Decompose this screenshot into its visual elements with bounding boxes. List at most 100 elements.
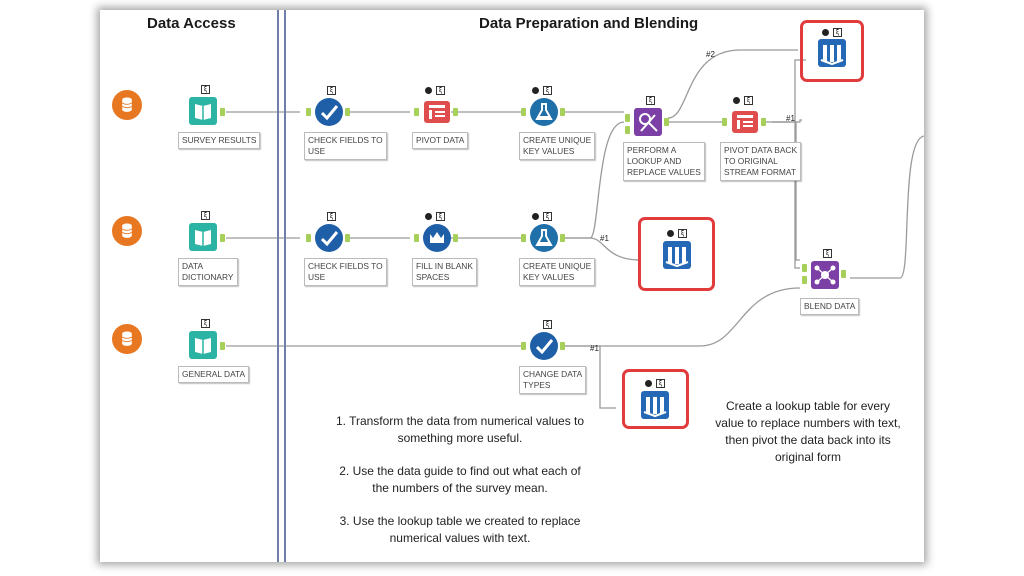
browse-icon[interactable] [662,240,692,270]
input-anchor[interactable] [414,234,419,242]
note-line: then pivot the data back into its [725,433,891,447]
output-anchor[interactable] [220,342,225,350]
note-line: something more useful. [397,431,523,445]
tool-label: CHECK FIELDS TO USE [304,258,387,286]
config-icon: ξ [327,86,336,95]
output-anchor[interactable] [761,118,766,126]
output-anchor[interactable] [560,342,565,350]
config-icon: ξ [543,86,552,95]
config-icon: ξ [744,96,753,105]
clock-icon [425,87,432,94]
input-anchor[interactable] [521,342,526,350]
output-anchor[interactable] [345,108,350,116]
tool-label: CHANGE DATA TYPES [519,366,587,394]
output-anchor[interactable] [220,108,225,116]
connection-label: #2 [706,50,715,59]
output-anchor[interactable] [345,234,350,242]
section-divider [277,10,279,562]
note-line: original form [774,450,842,464]
note-line: the numbers of the survey mean. [372,481,548,495]
input-anchor[interactable] [802,276,807,284]
output-anchor[interactable] [220,234,225,242]
section-divider [284,10,286,562]
tool-label: PIVOT DATA BACK TO ORIGINAL STREAM FORMA… [720,142,802,181]
browse-highlight [638,217,715,291]
database-icon[interactable] [112,90,156,134]
formula-icon[interactable] [529,223,559,253]
input-data-icon[interactable] [188,330,218,360]
note-line: numerical values with text. [389,531,531,545]
input-anchor[interactable] [802,264,807,272]
input-anchor[interactable] [306,234,311,242]
config-icon: ξ [646,96,655,105]
input-anchor[interactable] [521,108,526,116]
input-anchor[interactable] [625,114,630,122]
input-data-icon[interactable] [188,96,218,126]
tool-label: CREATE UNIQUE KEY VALUES [519,258,596,286]
clock-icon [667,230,674,237]
find-replace-icon[interactable] [633,107,663,137]
config-icon: ξ [436,212,445,221]
clock-icon [425,213,432,220]
output-anchor[interactable] [560,234,565,242]
clock-icon [645,380,652,387]
note-line: 2. Use the data guide to find out what e… [339,464,581,478]
select-icon[interactable] [314,97,344,127]
instructions-text: 1. Transform the data from numerical val… [300,413,620,547]
config-icon: ξ [201,319,210,328]
browse-icon[interactable] [640,390,670,420]
input-anchor[interactable] [722,118,727,126]
browse-highlight [800,20,864,82]
clock-icon [822,29,829,36]
connection-label: #1 [786,114,795,123]
config-icon: ξ [823,249,832,258]
input-anchor[interactable] [521,234,526,242]
tool-label: PIVOT DATA [412,132,469,149]
config-icon: ξ [543,212,552,221]
input-anchor[interactable] [306,108,311,116]
tool-label: SURVEY RESULTS [178,132,261,149]
database-icon[interactable] [112,216,156,260]
tool-label: CHECK FIELDS TO USE [304,132,387,160]
config-icon: ξ [543,320,552,329]
clock-icon [733,97,740,104]
section-title-prep-blend: Data Preparation and Blending [479,15,699,32]
note-line: value to replace numbers with text, [715,416,901,430]
crosstab-icon[interactable] [730,107,760,137]
browse-icon[interactable] [817,38,847,68]
input-data-icon[interactable] [188,222,218,252]
note-line: 1. Transform the data from numerical val… [335,414,585,428]
tool-label: GENERAL DATA [178,366,250,383]
output-anchor[interactable] [453,234,458,242]
select-icon[interactable] [529,331,559,361]
config-icon: ξ [833,28,842,37]
formula-icon[interactable] [529,97,559,127]
config-icon: ξ [327,212,336,221]
output-anchor[interactable] [841,270,846,278]
input-anchor[interactable] [625,126,630,134]
database-icon[interactable] [112,324,156,368]
tool-label: DATA DICTIONARY [178,258,238,286]
join-multiple-icon[interactable] [810,260,840,290]
workflow-canvas[interactable]: Data Access Data Preparation and Blendin… [100,10,924,562]
note-line: 3. Use the lookup table we created to re… [339,514,581,528]
output-anchor[interactable] [664,118,669,126]
output-anchor[interactable] [560,108,565,116]
tool-label: BLEND DATA [800,298,860,315]
config-icon: ξ [201,85,210,94]
select-icon[interactable] [314,223,344,253]
config-icon: ξ [201,211,210,220]
side-note-text: Create a lookup table for every value to… [698,398,918,466]
config-icon: ξ [436,86,445,95]
tool-label: CREATE UNIQUE KEY VALUES [519,132,596,160]
browse-highlight [622,369,689,429]
clock-icon [532,87,539,94]
note-line: Create a lookup table for every [725,399,891,413]
connection-label: #1 [590,344,599,353]
multi-row-icon[interactable] [422,223,452,253]
transpose-icon[interactable] [422,97,452,127]
output-anchor[interactable] [453,108,458,116]
tool-label: FILL IN BLANK SPACES [412,258,477,286]
input-anchor[interactable] [414,108,419,116]
connection-label: #1 [600,234,609,243]
